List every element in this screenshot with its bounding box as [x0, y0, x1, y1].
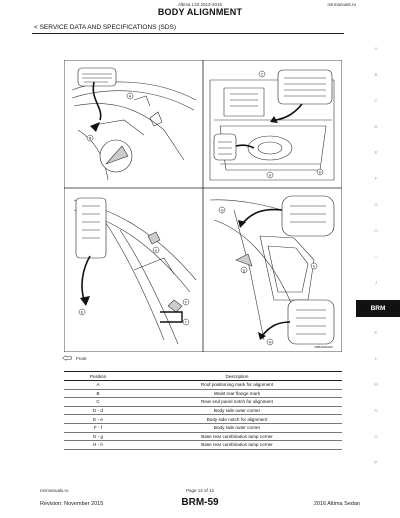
- cell-description: Base rear combination lamp corner: [132, 432, 342, 442]
- cell-position: H - h: [64, 440, 132, 450]
- cell-description: Roof positioning mark for alignment: [132, 380, 342, 390]
- column-header-position: Position: [64, 371, 132, 381]
- label-b: B: [89, 135, 92, 140]
- table-header-row: Position Description: [64, 371, 342, 381]
- side-tab[interactable]: D: [374, 124, 378, 129]
- side-tab[interactable]: L: [374, 356, 378, 361]
- table-row: G - g Base rear combination lamp corner: [64, 432, 342, 442]
- label-c: C: [261, 71, 264, 76]
- label-h: H: [269, 339, 272, 344]
- label-e-lower: e: [155, 247, 158, 252]
- side-tab[interactable]: C: [374, 98, 378, 103]
- side-tab[interactable]: N: [374, 408, 378, 413]
- side-tab[interactable]: F: [374, 176, 378, 181]
- quadrant-body-side: [73, 197, 197, 345]
- quadrant-body-side-labels: E e F f: [78, 246, 190, 326]
- front-arrow-icon: [62, 355, 72, 361]
- label-e: E: [81, 309, 84, 314]
- footer-page-number: Page 12 of 12: [185, 488, 215, 493]
- quadrant-rear-lamp-labels: G g H h: [218, 206, 318, 346]
- alignment-diagram: A B: [64, 60, 342, 352]
- cell-description: Body side outer corner: [132, 423, 342, 433]
- table-row: H - h Base rear combination lamp corner: [64, 440, 342, 450]
- cell-description: Rear end panel notch for alignment: [132, 397, 342, 407]
- cell-description: Body side notch for alignment: [132, 414, 342, 424]
- side-tab[interactable]: M: [374, 382, 378, 387]
- side-tab[interactable]: P: [374, 460, 378, 465]
- side-tab[interactable]: H: [374, 228, 378, 233]
- legend: Front: [62, 355, 87, 361]
- label-g: G: [221, 207, 224, 212]
- label-f: F: [185, 299, 188, 304]
- quadrant-rear-lamp: [209, 195, 335, 345]
- footer-site: nsrmanuals.ru: [40, 488, 69, 493]
- label-a: A: [129, 93, 132, 98]
- column-header-description: Description: [132, 371, 342, 381]
- diagram-svg: A B: [64, 60, 342, 352]
- cell-position: C: [64, 397, 132, 407]
- legend-label: Front: [76, 355, 87, 361]
- label-h-lower: h: [313, 263, 315, 268]
- table-row: D - d Body side outer corner: [64, 406, 342, 416]
- quadrant-trunk-labels: C d D: [258, 70, 324, 179]
- label-d: D: [319, 169, 322, 174]
- footer-model: 2016 Altima Sedan: [313, 501, 360, 507]
- table-row: C Rear end panel notch for alignment: [64, 397, 342, 407]
- cell-description: Waist rear flange mark: [132, 389, 342, 399]
- footer-page-code: BRM-59: [181, 497, 219, 508]
- side-tab[interactable]: O: [374, 434, 378, 439]
- label-f-lower: f: [185, 319, 187, 324]
- side-tab[interactable]: E: [374, 150, 378, 155]
- cell-position: F - f: [64, 423, 132, 433]
- side-tab[interactable]: I: [375, 254, 377, 259]
- side-tab[interactable]: B: [374, 72, 378, 77]
- table-row: F - f Body side outer corner: [64, 423, 342, 433]
- cell-description: Body side outer corner: [132, 406, 342, 416]
- side-tab[interactable]: J: [374, 280, 378, 285]
- table-row: B Waist rear flange mark: [64, 389, 342, 399]
- active-section-tab[interactable]: BRM: [356, 300, 400, 317]
- cell-position: A: [64, 380, 132, 390]
- side-tab[interactable]: K: [374, 330, 378, 335]
- header-site: nsrmanuals.ru: [327, 2, 356, 7]
- cell-position: E - e: [64, 414, 132, 424]
- label-d-lower: d: [269, 172, 271, 177]
- side-tab[interactable]: A: [374, 46, 378, 51]
- quadrant-trunk: [209, 69, 335, 181]
- section-link[interactable]: < SERVICE DATA AND SPECIFICATIONS (SDS): [34, 24, 177, 31]
- footer-revision: Revision: November 2015: [40, 501, 104, 507]
- label-g-lower: g: [243, 267, 245, 272]
- table-row: A Roof positioning mark for alignment: [64, 380, 342, 390]
- header-divider: [32, 33, 344, 34]
- header-subtitle: Altima L33 2013-2015: [177, 2, 223, 7]
- position-table: Position Description A Roof positioning …: [64, 371, 342, 450]
- cell-description: Base rear combination lamp corner: [132, 440, 342, 450]
- image-code: JSBIA0042ZZ: [314, 345, 333, 349]
- cell-position: G - g: [64, 432, 132, 442]
- quadrant-roof: [71, 67, 197, 181]
- quadrant-roof-labels: A B: [86, 92, 134, 142]
- cell-position: B: [64, 389, 132, 399]
- cell-position: D - d: [64, 406, 132, 416]
- side-tab[interactable]: G: [374, 202, 378, 207]
- table-row: E - e Body side notch for alignment: [64, 414, 342, 424]
- page-title: BODY ALIGNMENT: [157, 7, 243, 17]
